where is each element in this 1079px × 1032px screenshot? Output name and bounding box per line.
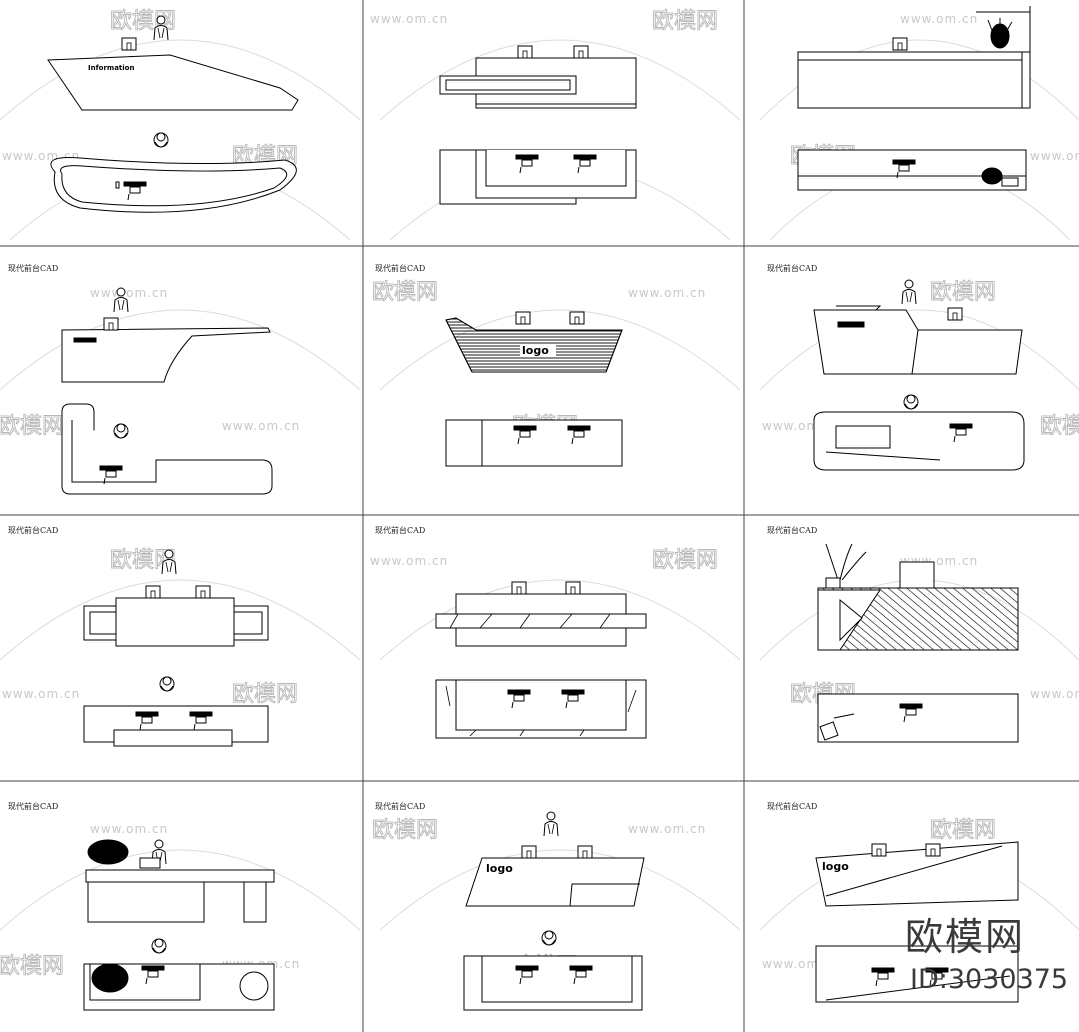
cell-label: 现代前台CAD	[375, 263, 425, 273]
watermark-url: www.om.cn	[1030, 149, 1079, 163]
watermark-url: www.om.cn	[628, 822, 706, 836]
desk-11-plan	[463, 930, 643, 1011]
watermark-url: www.om.cn	[370, 12, 448, 26]
cell-label: 现代前台CAD	[375, 525, 425, 535]
watermark-url: www.om.cn	[628, 286, 706, 300]
cell-labels: 现代前台CAD 现代前台CAD 现代前台CAD 现代前台CAD 现代前台CAD …	[8, 263, 817, 811]
cell-label: 现代前台CAD	[767, 263, 817, 273]
watermark-brand: 欧模网	[652, 9, 718, 34]
watermark-url: www.om.cn	[222, 419, 300, 433]
desk-1-elevation: Information	[47, 15, 299, 111]
watermark-brand: 欧模网	[930, 818, 996, 843]
desk-9-elevation	[817, 543, 1019, 651]
watermark-url: www.om.cn	[900, 12, 978, 26]
watermark-brand: 欧模网	[0, 954, 64, 979]
desk-1-plan	[50, 132, 297, 213]
desk-12-elevation: logo	[815, 841, 1019, 907]
watermark-url: www.om.cn	[1030, 687, 1079, 701]
watermark-url: www.om.cn	[2, 687, 80, 701]
desk-4-plan	[61, 403, 273, 495]
desk-7-plan	[83, 676, 269, 747]
desk-11-elevation: logo	[465, 811, 645, 907]
desk-7-elevation	[83, 549, 269, 647]
desk-3-plan	[797, 149, 1027, 191]
watermark-brand: 欧模网	[372, 280, 438, 305]
watermark-arcs	[0, 39, 1079, 931]
desk-5-elevation: logo	[445, 311, 623, 373]
desk-1: Information	[47, 15, 299, 213]
stamp-id: ID:3030375	[910, 964, 1069, 995]
cell-label: 现代前台CAD	[767, 525, 817, 535]
cell-label: 现代前台CAD	[767, 801, 817, 811]
desk-3	[797, 6, 1031, 191]
desk-6	[813, 279, 1025, 471]
desk-5-plan	[445, 419, 623, 467]
desk-12-plan	[815, 945, 1019, 1003]
desk-10-plan	[83, 938, 275, 1011]
stamp-brand: 欧模网	[905, 915, 1026, 959]
desk-5: logo	[445, 311, 623, 467]
desk-3-elevation	[797, 6, 1031, 109]
desk-1-text: Information	[88, 64, 134, 72]
watermark-brand: 欧模网	[652, 548, 718, 573]
desk-6-plan	[813, 394, 1025, 471]
cell-label: 现代前台CAD	[8, 263, 58, 273]
desk-2	[439, 45, 637, 205]
desk-2-plan	[439, 149, 637, 205]
cell-label: 现代前台CAD	[8, 525, 58, 535]
desk-6-elevation	[813, 279, 1023, 375]
site-stamp: 欧模网 ID:3030375	[905, 915, 1068, 1008]
desk-8-plan	[435, 679, 647, 739]
desk-11: logo	[463, 811, 645, 1011]
watermark-brand: 欧模网	[0, 414, 64, 439]
desk-4	[61, 287, 273, 495]
watermark-url: www.om.cn	[90, 822, 168, 836]
desk-9-plan	[817, 693, 1019, 743]
watermark-brand: 欧模网	[372, 818, 438, 843]
desk-10-elevation	[85, 839, 275, 923]
desk-10	[83, 839, 275, 1011]
desk-4-elevation	[61, 287, 271, 383]
desk-8-elevation	[435, 581, 647, 647]
watermark-brand: 欧模网	[930, 280, 996, 305]
cell-label: 现代前台CAD	[8, 801, 58, 811]
desk-2-elevation	[439, 45, 637, 109]
watermark-url: www.om.cn	[90, 286, 168, 300]
watermark-brand: 欧模网	[232, 682, 298, 707]
desk-9	[817, 543, 1019, 743]
desk-5-logo: logo	[522, 344, 549, 357]
watermark-url: www.om.cn	[370, 554, 448, 568]
cell-label: 现代前台CAD	[375, 801, 425, 811]
desk-12-logo: logo	[822, 860, 849, 873]
desk-11-logo: logo	[486, 862, 513, 875]
desk-12: logo	[815, 841, 1019, 1003]
desk-8	[435, 581, 647, 739]
watermark-brand: 欧模网	[1040, 414, 1079, 439]
desk-7	[83, 549, 269, 747]
